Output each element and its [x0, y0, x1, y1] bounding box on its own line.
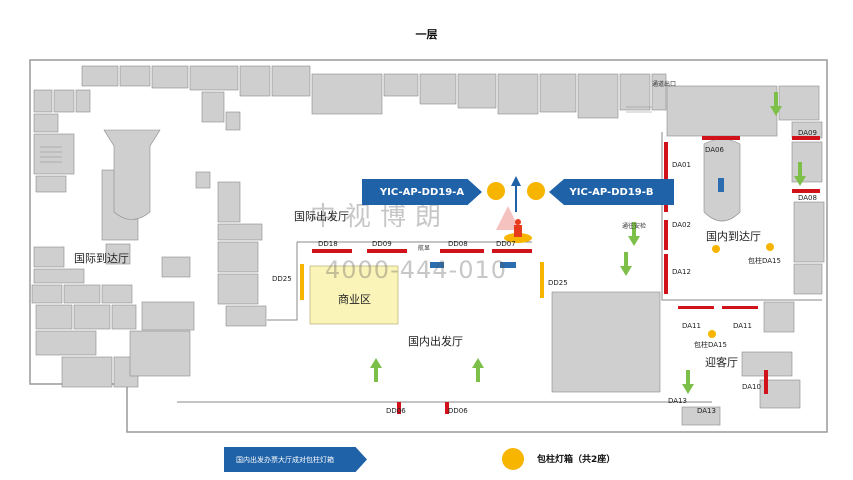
direction-arrow: [511, 176, 521, 212]
code-pillar-a: 包柱DA15: [748, 257, 781, 265]
callout-dd19-a: YIC-AP-DD19-A: [362, 179, 482, 205]
person-figure: [496, 206, 532, 243]
label-security: 通往安检: [622, 223, 647, 230]
code-dd25-left: DD25: [272, 275, 292, 283]
legend-arrow-label: 国内出发办票大厅成对包柱灯箱: [236, 455, 334, 464]
code-da12: DA12: [672, 268, 691, 276]
top-rooms: [81, 65, 667, 327]
info-signs: [430, 178, 724, 268]
legend-dot-icon: [502, 448, 524, 470]
legend-arrow: 国内出发办票大厅成对包柱灯箱: [224, 447, 367, 472]
legend-dot-label: 包柱灯箱（共2座）: [537, 455, 616, 465]
watermark-phone: 4000-444-010: [325, 256, 508, 284]
code-da08: DA08: [798, 194, 817, 202]
code-pillar-b: 包柱DA15: [694, 341, 727, 349]
callout-dd19-b: YIC-AP-DD19-B: [549, 179, 674, 205]
highlight-bars: [300, 262, 544, 300]
watermark-name: 中视博朗: [310, 202, 451, 232]
zone-intl-departure: 国际出发厅: [294, 210, 349, 223]
floor-title: 一层: [415, 28, 438, 41]
code-da11-a: DA11: [682, 322, 701, 330]
code-dd08: DD08: [448, 240, 468, 248]
right-rooms: [551, 85, 825, 426]
code-da02: DA02: [672, 221, 691, 229]
zone-domestic-arrival: 国内到达厅: [706, 230, 761, 243]
code-da09: DA09: [798, 129, 817, 137]
pillar-lightboxes: [487, 182, 774, 338]
code-da13-a: DA13: [668, 397, 687, 405]
code-da01: DA01: [672, 161, 691, 169]
code-dd18: DD18: [318, 240, 338, 248]
code-da06: DA06: [705, 146, 724, 154]
code-dd06-b: DD06: [448, 407, 468, 415]
zone-commercial: 商业区: [338, 293, 371, 306]
commercial-zone: [309, 265, 399, 325]
building-outline: [29, 59, 828, 433]
code-dd06-a: DD06: [386, 407, 406, 415]
ad-positions: [312, 136, 820, 414]
label-exit: 通道出口: [652, 81, 677, 88]
code-dd09: DD09: [372, 240, 392, 248]
code-dd25-right: DD25: [548, 279, 568, 287]
code-da11-b: DA11: [733, 322, 752, 330]
floor-plan: [29, 59, 828, 433]
code-da13-b: DA13: [697, 407, 716, 415]
zone-welcome-hall: 迎客厅: [705, 356, 738, 369]
flow-arrows: [370, 92, 806, 394]
label-checkin: 航显: [418, 245, 431, 252]
zone-domestic-departure: 国内出发厅: [408, 335, 463, 348]
stair-lines: [40, 106, 652, 163]
code-da10: DA10: [742, 383, 761, 391]
code-dd07: DD07: [496, 240, 516, 248]
zone-intl-arrival: 国际到达厅: [74, 252, 129, 265]
